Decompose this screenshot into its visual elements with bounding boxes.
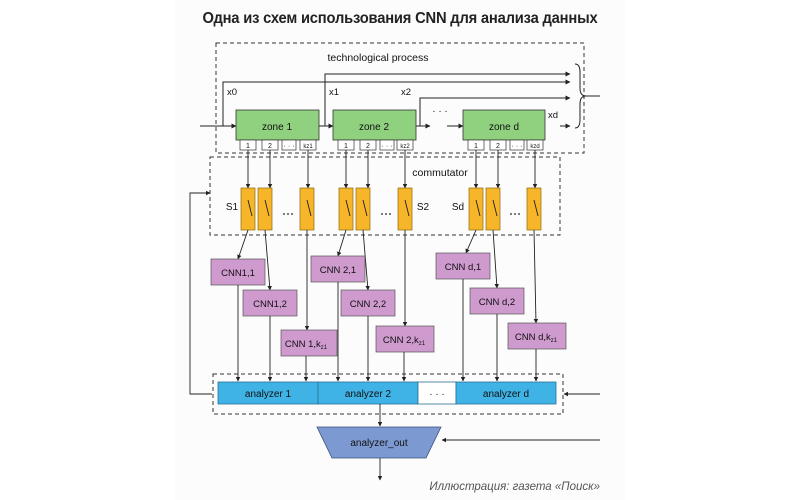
cnn-label: CNN1,2 <box>253 299 287 310</box>
port-label: · · · <box>512 143 523 150</box>
cnn-label: CNN d,2 <box>479 297 515 308</box>
switch-label-s1: S1 <box>226 202 239 213</box>
cnn-label: CNN 2,kz1 <box>383 335 426 347</box>
zone-1: zone 1 x0 <box>227 87 320 141</box>
cnn-column-d: CNN d,1 CNN d,2 CNN d,kz1 <box>435 252 567 350</box>
analyzer-2-label: analyzer 2 <box>345 389 392 400</box>
diagram-title: Одна из схем использования CNN для анали… <box>202 10 598 27</box>
zone-d-label: zone d <box>489 122 519 133</box>
cnn-label-sub: z1 <box>321 345 328 351</box>
switch-label-s2: S2 <box>417 202 430 213</box>
port-label: 1 <box>246 143 250 150</box>
switch-blades <box>247 199 539 217</box>
analyzer-d <box>455 381 557 405</box>
port-label: 2 <box>366 143 370 150</box>
commutator-label: commutator <box>412 167 468 179</box>
zone-2-label: zone 2 <box>359 122 389 133</box>
zone-2-input: x1 <box>329 87 339 98</box>
switch-to-cnn-lines <box>237 229 539 331</box>
cnn-label: CNN1,1 <box>221 268 255 279</box>
port-label: kz1 <box>303 144 313 150</box>
cnn-label: CNN 2,2 <box>350 299 386 310</box>
analyzer-out-trapezoid: analyzer_out <box>316 426 442 459</box>
port-label: 2 <box>268 143 272 150</box>
analyzer-1-label: analyzer 1 <box>245 389 292 400</box>
port-label: kz2 <box>400 144 410 150</box>
port-label: 1 <box>474 143 478 150</box>
zone-1-input: x0 <box>227 87 237 98</box>
zone-d: zone d xd <box>462 109 558 141</box>
analyzer-row: analyzer 1 analyzer 2 · · · analyzer d <box>217 381 557 405</box>
cnn-label: CNN 2,1 <box>320 265 356 276</box>
cnn-label-main: CNN d,k <box>515 332 551 343</box>
cnn-to-analyzer-lines <box>235 279 539 382</box>
zone-output-label: xd <box>548 110 558 121</box>
cnn-column-2: CNN 2,1 CNN 2,2 CNN 2,kz1 <box>310 255 435 353</box>
port-label: kzd <box>530 144 539 150</box>
analyzer-gap-dots: · · · <box>429 389 445 400</box>
switch-gap-dots <box>283 213 520 215</box>
port-label: · · · <box>382 143 393 150</box>
cnn-label: CNN 1,kz1 <box>285 339 328 351</box>
commutator-frame <box>209 156 561 236</box>
process-feed-lines <box>222 63 600 129</box>
process-label: technological process <box>328 52 429 64</box>
port-to-switch-lines <box>245 150 538 189</box>
port-label: 2 <box>496 143 500 150</box>
zone-1-label: zone 1 <box>262 122 292 133</box>
cnn-label: CNN d,kz1 <box>515 332 558 344</box>
cnn-label: CNN d,1 <box>445 262 481 273</box>
switch-bank-2 <box>338 187 413 231</box>
port-label: 1 <box>344 143 348 150</box>
zone-gap: · · · x2 <box>401 87 448 117</box>
cnn-column-1: CNN1,1 CNN1,2 CNN 1,kz1 <box>210 258 338 357</box>
analyzer-out-label: analyzer_out <box>350 438 407 449</box>
cnn-label-sub: z1 <box>419 341 426 347</box>
output-lines <box>377 391 600 481</box>
zone-gap-dots: · · · <box>432 106 448 117</box>
illustration-caption: Иллюстрация: газета «Поиск» <box>429 481 600 493</box>
switch-bank-d <box>468 187 542 231</box>
analyzer-frame <box>212 373 564 415</box>
switch-bank-1 <box>240 187 315 231</box>
illustration-sheet <box>175 0 625 500</box>
cnn-label-sub: z1 <box>551 338 558 344</box>
switch-label-sd: Sd <box>452 202 464 213</box>
zone-2: zone 2 x1 <box>329 87 417 141</box>
feedback-line <box>189 190 212 395</box>
analyzer-d-label: analyzer d <box>483 389 529 400</box>
port-label: · · · <box>284 143 295 150</box>
cnn-label-main: CNN 1,k <box>285 339 321 350</box>
cnn-label-main: CNN 2,k <box>383 335 419 346</box>
zone-3-input: x2 <box>401 87 411 98</box>
process-frame <box>215 42 585 154</box>
